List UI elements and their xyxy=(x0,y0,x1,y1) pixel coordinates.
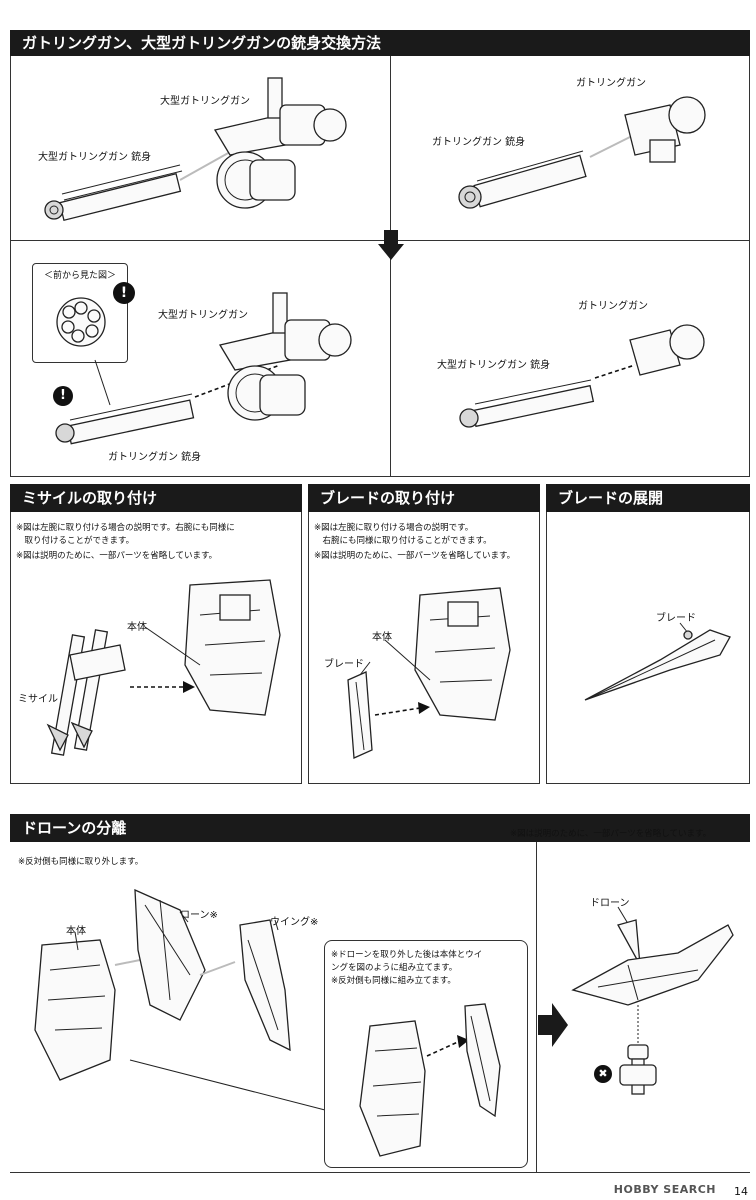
gatling-barrel-shape xyxy=(44,164,183,222)
gatling-body-shape-top xyxy=(624,96,706,163)
gatling-divider-vertical xyxy=(390,56,391,476)
caution-icon-barrel: ! xyxy=(53,386,73,406)
large-gatling-body-shape xyxy=(213,77,347,209)
caution-icon-front: ! xyxy=(113,282,135,304)
blade-deploy-section-header: ブレードの展開 xyxy=(546,484,750,512)
blade-deploy-section-title: ブレードの展開 xyxy=(558,489,664,507)
drone-separation-illustration xyxy=(34,888,326,1111)
blade-attach-section-title: ブレードの取り付け xyxy=(320,489,456,507)
result-drone-label: ドローン xyxy=(590,898,630,909)
wing-part-shape-callout xyxy=(464,1003,501,1118)
missile-section-header: ミサイルの取り付け xyxy=(10,484,302,512)
gatling-divider-horizontal xyxy=(10,240,750,241)
robot-arm-shape xyxy=(184,579,281,716)
drone-result-shape xyxy=(571,919,734,1006)
blade-attach-note-2: 右腕にも同様に取り付けることができます。 xyxy=(314,536,492,546)
prohibit-icon: ✖ xyxy=(594,1065,612,1083)
blade-attach-illustration xyxy=(347,587,511,759)
missile-body-label: 本体 xyxy=(127,622,147,633)
right-arrow-icon xyxy=(538,1003,568,1047)
missile-note-2: 取り付けることができます。 xyxy=(16,536,135,546)
large-gatling-assembly-illustration xyxy=(55,292,352,445)
large-gatling-barrel-label: 大型ガトリングガン 銃身 xyxy=(38,152,152,163)
gatling-border-right xyxy=(749,56,750,476)
drone-header-note: ※図は説明のために、一部パーツを省略しています。 xyxy=(510,829,712,839)
blade-attach-note-1: ※図は左腕に取り付ける場合の説明です。 xyxy=(314,523,474,533)
blade-attach-section-header: ブレードの取り付け xyxy=(308,484,540,512)
robot-body-shape-callout xyxy=(359,1020,426,1157)
missile-note-1: ※図は左腕に取り付ける場合の説明です。右腕にも同様に xyxy=(16,523,235,533)
robot-body-shape xyxy=(34,939,116,1081)
drone-label: ドローン※ xyxy=(170,910,218,921)
blade-deploy-illustration xyxy=(584,622,731,701)
blade-part-shape xyxy=(347,671,373,759)
gatling-gun-label-bottom: ガトリングガン xyxy=(578,301,648,312)
wing-label: ウイング※ xyxy=(270,917,319,928)
deployed-blade-shape xyxy=(584,629,731,701)
gatling-barrel-shape-top xyxy=(458,150,587,209)
gatling-barrel-shape-bottom xyxy=(55,393,195,445)
large-gatling-body-shape-bottom xyxy=(218,292,352,421)
gatling-barrel-label-bottom: ガトリングガン 銃身 xyxy=(108,452,202,463)
gatling-gun-label-top: ガトリングガン xyxy=(576,78,646,89)
missile-attach-illustration xyxy=(46,579,281,756)
drone-result-illustration xyxy=(571,906,734,1095)
gatling-illustration-top xyxy=(458,96,706,209)
drone-joint-part-shape xyxy=(619,1044,657,1095)
gatling-assembly-illustration-bottom xyxy=(459,324,705,428)
gatling-body-shape-bottom xyxy=(629,324,705,376)
large-barrel-shape-bottom-right xyxy=(459,379,595,428)
large-gatling-barrel-label-bottom-right: 大型ガトリングガン 銃身 xyxy=(437,360,551,371)
front-view-box: ＜前から見た図＞ ! xyxy=(32,263,135,363)
drone-assembly-callout: ※ドローンを取り外した後は本体とウイ ングを図のように組み立てます。 ※反対側も… xyxy=(324,940,528,1168)
blade-attach-note-3: ※図は説明のために、一部パーツを省略しています。 xyxy=(314,551,516,561)
front-view-label: ＜前から見た図＞ xyxy=(43,271,116,281)
large-gatling-illustration xyxy=(44,77,347,222)
gatling-border-left xyxy=(10,56,11,476)
robot-arm-shape-blade xyxy=(414,587,511,721)
missile-note-3: ※図は説明のために、一部パーツを省略しています。 xyxy=(16,551,218,561)
gatling-barrel-label-top: ガトリングガン 銃身 xyxy=(432,137,526,148)
missile-section-title: ミサイルの取り付け xyxy=(22,489,158,507)
gatling-section-title: ガトリングガン、大型ガトリングガンの銃身交換方法 xyxy=(22,34,382,52)
drone-box-note-3: ※反対側も同様に組み立てます。 xyxy=(331,976,456,986)
drone-part-shape xyxy=(134,888,206,1021)
drone-assembly-callout-illustration xyxy=(359,1003,501,1157)
drone-note: ※反対側も同様に取り外します。 xyxy=(18,857,144,867)
blade-deploy-blade-label: ブレード xyxy=(656,613,696,624)
large-gatling-gun-label-bottom: 大型ガトリングガン xyxy=(158,310,248,321)
gatling-section-header: ガトリングガン、大型ガトリングガンの銃身交換方法 xyxy=(10,30,750,56)
wing-part-shape xyxy=(239,919,291,1052)
page-number: 14 xyxy=(734,1185,748,1198)
drone-border-bottom xyxy=(10,1172,750,1173)
missile-label: ミサイル xyxy=(18,694,58,705)
drone-section-header: ドローンの分離 xyxy=(10,814,750,842)
drone-divider-vertical xyxy=(536,842,537,1172)
drone-body-label: 本体 xyxy=(66,926,86,937)
blade-attach-body-label: 本体 xyxy=(372,632,392,643)
prohibit-icon-mark: ✖ xyxy=(598,1067,608,1080)
barrel-front-view-illustration xyxy=(56,297,106,347)
blade-attach-blade-label: ブレード xyxy=(324,659,364,670)
drone-box-note-2: ングを図のように組み立てます。 xyxy=(331,963,458,973)
caution-icon-front-mark: ! xyxy=(120,285,128,301)
large-gatling-gun-label: 大型ガトリングガン xyxy=(160,96,250,107)
down-arrow-icon xyxy=(378,230,404,260)
hobby-search-logo: HOBBY SEARCH xyxy=(613,1183,716,1196)
caution-icon-barrel-mark: ! xyxy=(60,388,66,403)
drone-box-note-1: ※ドローンを取り外した後は本体とウイ xyxy=(331,950,483,960)
drone-section-title: ドローンの分離 xyxy=(22,819,127,837)
gatling-border-bottom xyxy=(10,476,750,477)
missile-pod-shape xyxy=(46,629,126,756)
